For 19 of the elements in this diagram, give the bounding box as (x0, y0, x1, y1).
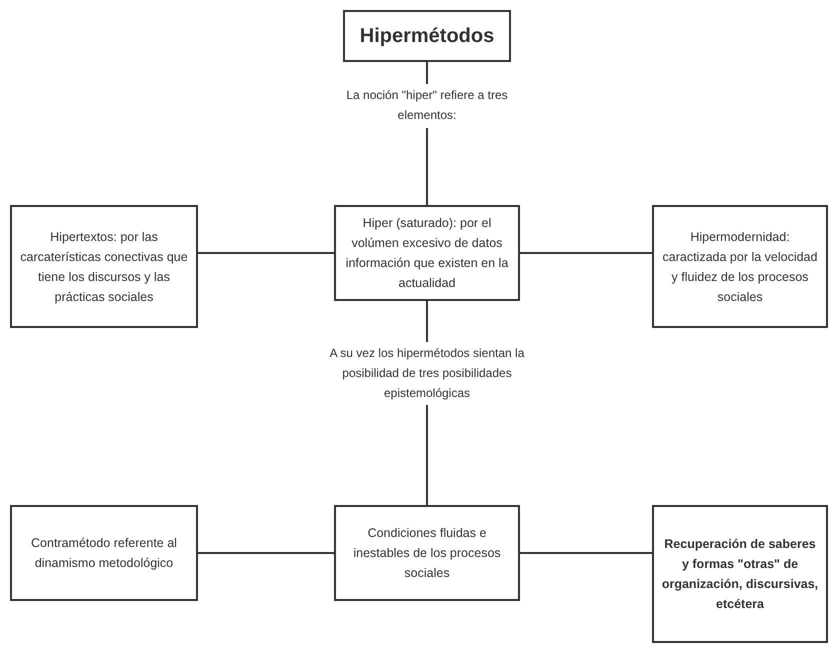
connector-line (520, 252, 652, 254)
concept-text: Condiciones fluidas e inestables de los procesos sociales (352, 525, 502, 582)
title-text: Hipermétodos (360, 24, 494, 49)
concept-box (652, 205, 828, 328)
concept-box (334, 205, 520, 301)
title-box (343, 10, 511, 62)
concept-box (334, 505, 520, 601)
concept-box (10, 205, 198, 328)
concept-text: Contramétodo referente al dinamismo metodológico (30, 535, 178, 572)
connector-line (198, 552, 334, 554)
connector-line (198, 252, 334, 254)
concept-text: Hiper (saturado): por el volúmen excesivo de datos información que existen en la actualidad (344, 215, 510, 292)
connector-line (520, 552, 652, 554)
concept-box (652, 505, 828, 643)
concept-box (10, 505, 198, 601)
edge-label: A su vez los hipermétodos sientan la posibilidad de tres posibilidades epistemológicas (327, 342, 527, 406)
concept-text: Hipertextos: por las carcaterísticas conectivas que tiene los discursos y las prácticas sociales (19, 228, 189, 306)
concept-text: Hipermodernidad: caractizada por la velocidad y fluidez de los procesos sociales (662, 228, 818, 306)
concept-text: Recuperación de saberes y formas "otras" de organización, discursivas, etcétera (660, 536, 820, 613)
